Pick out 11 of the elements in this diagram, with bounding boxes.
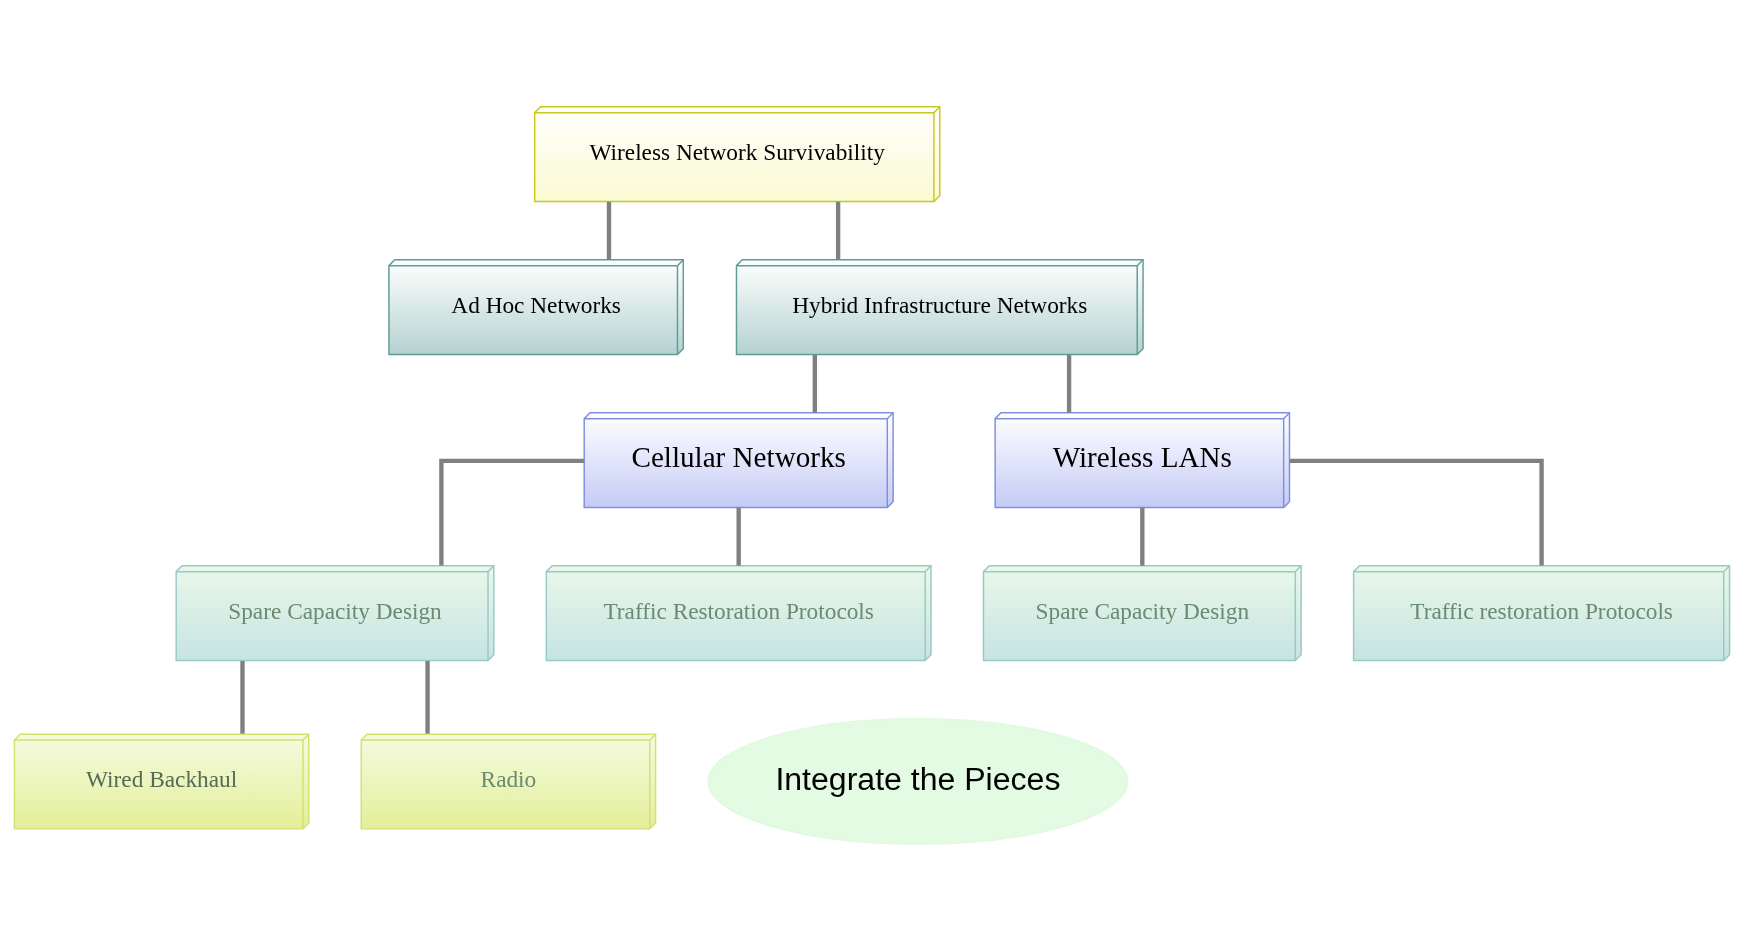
connector [1289,458,1544,566]
node-ellipse: Integrate the Pieces [707,718,1129,845]
connector [1066,354,1072,413]
connector [736,507,741,566]
connector [835,201,841,260]
connector [240,661,245,734]
connector [439,458,584,566]
connector [812,354,817,413]
connector [425,661,430,734]
connector [1140,507,1145,566]
connector [606,201,612,260]
